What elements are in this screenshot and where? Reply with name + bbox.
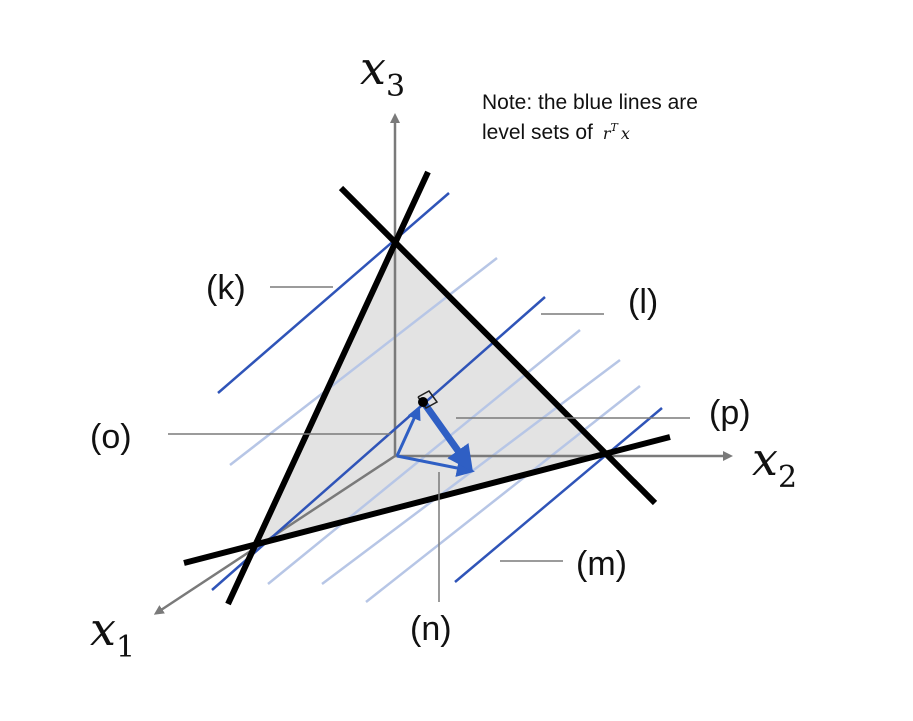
projection-point	[418, 397, 428, 407]
axis-label-x3: x3	[360, 41, 405, 104]
label-k: (k)	[206, 269, 246, 307]
vectors	[395, 400, 475, 477]
label-p: (p)	[709, 394, 751, 432]
level-set-m	[454, 407, 663, 583]
constraint-line-bottom	[183, 434, 671, 566]
thin-vector-to-dot	[395, 405, 421, 457]
label-o: (o)	[90, 418, 132, 456]
label-l: (l)	[628, 283, 658, 321]
level-set-light-1	[229, 257, 498, 466]
constraint-lines	[183, 170, 671, 606]
note-line-1: Note: the blue lines are	[482, 91, 698, 114]
level-sets	[211, 192, 663, 591]
thick-vector-r	[421, 400, 473, 472]
constraint-line-right	[338, 185, 658, 506]
axis-label-x2: x2	[752, 432, 797, 495]
label-m: (m)	[576, 545, 627, 583]
level-set-k	[217, 192, 450, 394]
feasible-region	[257, 243, 604, 546]
callout-leaders	[168, 286, 690, 602]
label-n: (n)	[410, 610, 452, 648]
axis-label-x1: x1	[90, 602, 135, 665]
level-set-light-4	[365, 385, 641, 603]
